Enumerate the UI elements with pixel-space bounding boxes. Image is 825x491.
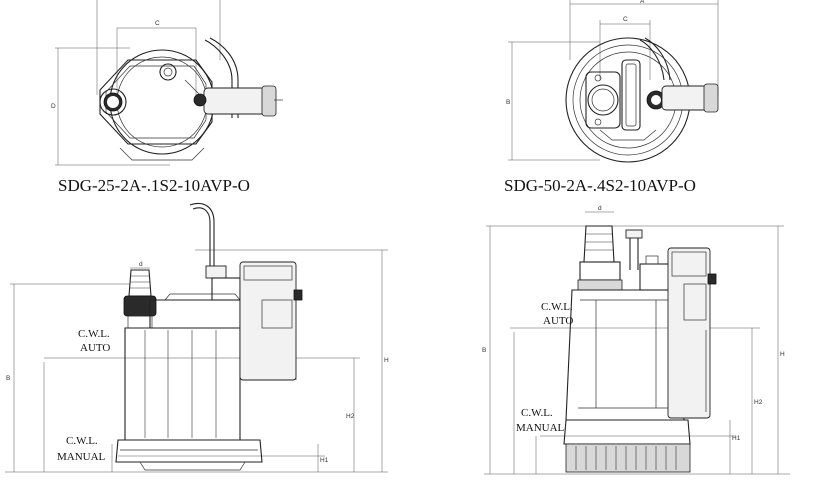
small-side-dim-h1: H1 (320, 457, 329, 464)
small-top-dim-c: C (155, 20, 160, 27)
small-pump-top-view: C D (51, 0, 283, 166)
large-pump-side-view: H B H2 H1 d (482, 205, 790, 475)
small-side-dim-h2: H2 (346, 413, 355, 420)
large-model-title: SDG-50-2A-.4S2-10AVP-O (504, 176, 696, 195)
small-top-dim-d: D (51, 103, 56, 110)
large-side-dim-h2: H2 (754, 399, 763, 406)
small-cwl-manual-line1: C.W.L. (66, 435, 98, 447)
small-side-dim-d: d (139, 261, 143, 268)
small-cwl-auto-line1: C.W.L. (78, 328, 110, 340)
large-side-dim-b: B (482, 347, 486, 354)
large-cwl-manual-line1: C.W.L. (521, 407, 553, 419)
large-cwl-auto-line2: AUTO (543, 315, 573, 327)
large-cwl-manual-line2: MANUAL (516, 422, 565, 434)
large-top-dim-c: C (623, 16, 628, 23)
large-side-dim-h: H (780, 351, 785, 358)
small-cwl-auto-line2: AUTO (80, 342, 110, 354)
large-side-dim-h1: H1 (732, 435, 741, 442)
large-top-dim-b: B (506, 99, 510, 106)
small-side-dim-h: H (384, 357, 389, 364)
large-cwl-auto-line1: C.W.L. (541, 301, 573, 313)
small-cwl-manual-line2: MANUAL (57, 451, 106, 463)
large-top-dim-a: A (640, 0, 645, 5)
small-model-title: SDG-25-2A-.1S2-10AVP-O (58, 176, 250, 195)
large-side-dim-d: d (598, 205, 602, 212)
large-pump-top-view: A C B (506, 0, 719, 163)
small-side-dim-b: B (6, 375, 10, 382)
small-pump-side-view: H B H2 H1 d (5, 203, 389, 473)
